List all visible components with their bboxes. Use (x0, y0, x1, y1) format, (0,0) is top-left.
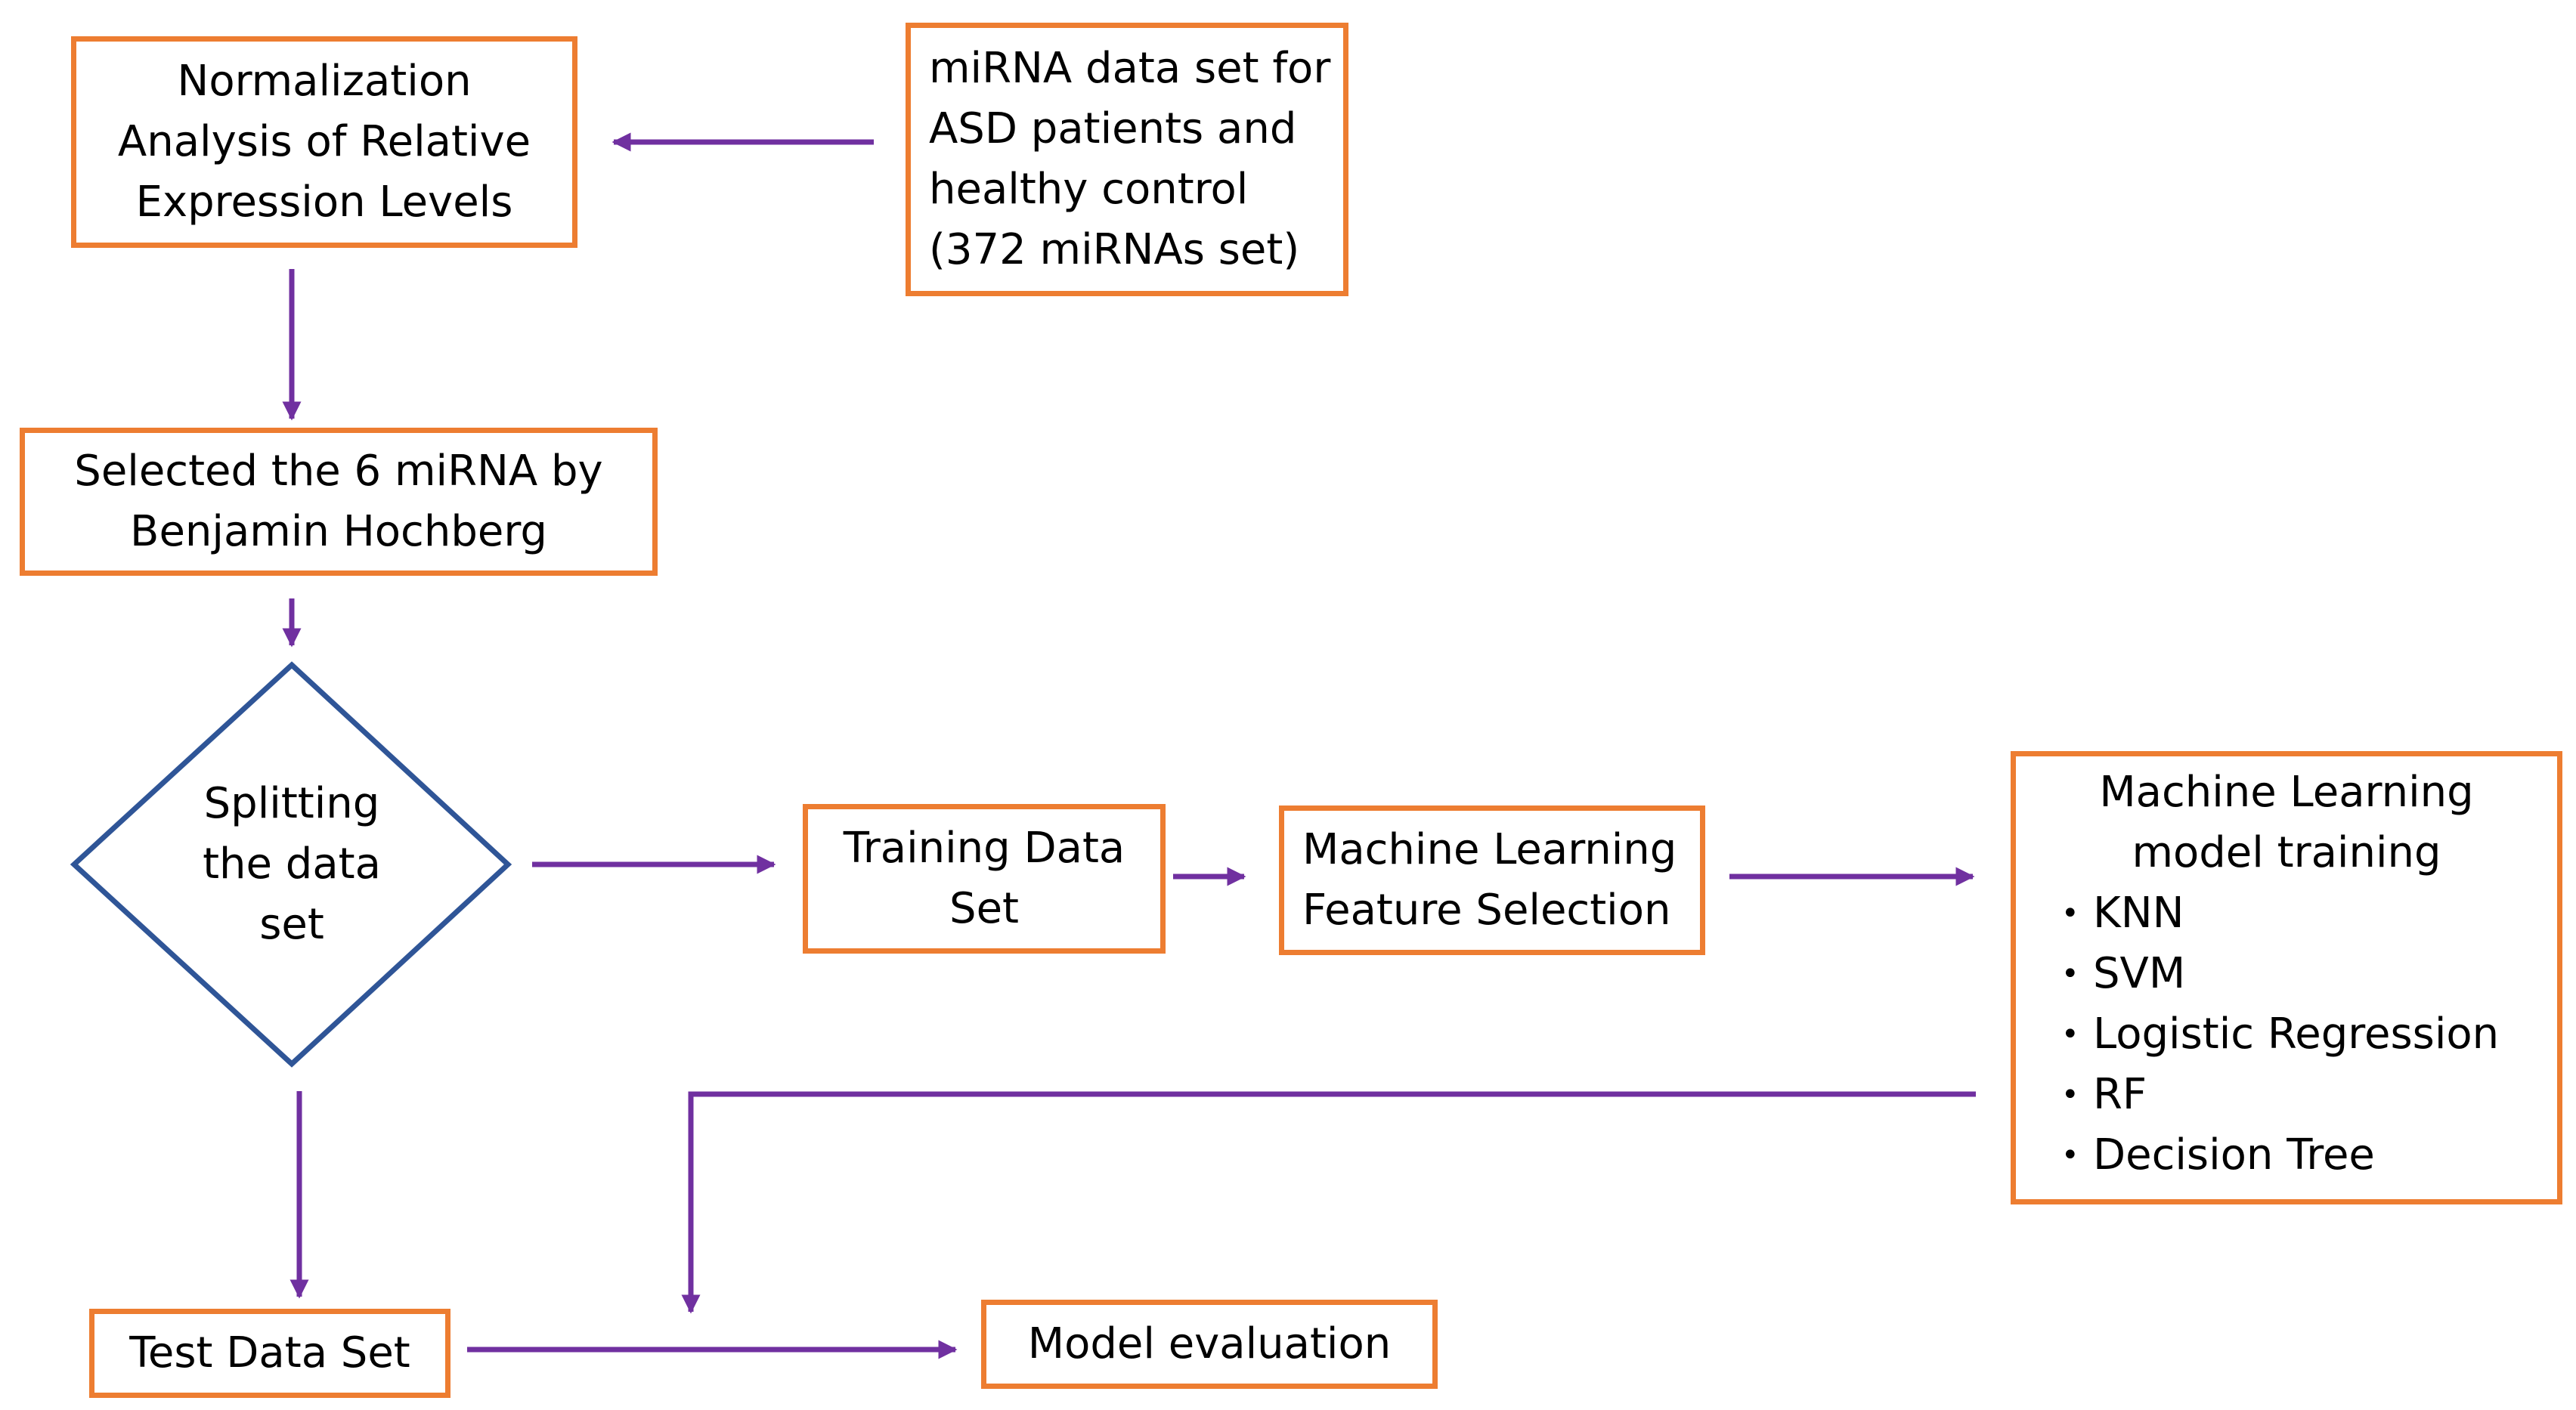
ml-model-name: Logistic Regression (2093, 1010, 2500, 1059)
mirna-dataset-line-2: ASD patients and (929, 104, 1297, 153)
bullet-icon: • (2061, 1138, 2079, 1173)
training-data-line-1: Training Data (843, 824, 1125, 873)
bullet-icon: • (2061, 896, 2079, 931)
splitting-label: Splitting the data set (141, 774, 443, 955)
test-data-line-1: Test Data Set (129, 1328, 410, 1378)
mirna-dataset-line-3: healthy control (929, 165, 1249, 214)
splitting-line-3: set (259, 900, 324, 949)
splitting-line-2: the data (203, 840, 381, 889)
ml-model-item: • SVM (2061, 944, 2499, 1004)
arrow-mltraining-to-evaluation (681, 1091, 1976, 1314)
ml-model-item: • Logistic Regression (2061, 1004, 2499, 1065)
bullet-icon: • (2061, 1017, 2079, 1052)
normalization-line-2: Analysis of Relative (117, 117, 531, 166)
mirna-dataset-line-1: miRNA data set for (929, 44, 1331, 93)
ml-model-item: • RF (2061, 1065, 2499, 1125)
bullet-icon: • (2061, 957, 2079, 991)
ml-training-box: Machine Learning model training • KNN • … (2011, 751, 2562, 1204)
ml-model-list: • KNN • SVM • Logistic Regression • RF •… (2061, 883, 2499, 1186)
splitting-line-1: Splitting (203, 779, 380, 828)
ml-model-name: RF (2093, 1070, 2147, 1119)
test-data-box: Test Data Set (89, 1309, 450, 1398)
feature-selection-line-2: Feature Selection (1302, 886, 1671, 935)
ml-model-name: KNN (2093, 889, 2184, 938)
ml-model-item: • KNN (2061, 883, 2499, 944)
splitting-diamond (70, 661, 512, 1068)
mirna-dataset-box: miRNA data set for ASD patients and heal… (906, 23, 1348, 296)
normalization-box: Normalization Analysis of Relative Expre… (71, 36, 577, 248)
ml-model-name: Decision Tree (2093, 1130, 2375, 1180)
ml-training-title: Machine Learning model training (2016, 762, 2557, 883)
ml-training-title-line-1: Machine Learning (2099, 768, 2474, 817)
feature-selection-line-1: Machine Learning (1302, 825, 1677, 874)
training-data-box: Training Data Set (803, 804, 1166, 954)
selected-mirna-line-1: Selected the 6 miRNA by (74, 447, 603, 496)
ml-model-name: SVM (2093, 949, 2186, 998)
model-evaluation-line-1: Model evaluation (1027, 1319, 1392, 1368)
feature-selection-box: Machine Learning Feature Selection (1279, 805, 1705, 955)
model-evaluation-box: Model evaluation (981, 1300, 1438, 1389)
normalization-line-3: Expression Levels (135, 178, 513, 227)
ml-training-title-line-2: model training (2132, 828, 2441, 877)
selected-mirna-line-2: Benjamin Hochberg (130, 507, 547, 556)
training-data-line-2: Set (949, 884, 1019, 933)
bullet-icon: • (2061, 1078, 2079, 1112)
selected-mirna-box: Selected the 6 miRNA by Benjamin Hochber… (20, 428, 658, 576)
normalization-line-1: Normalization (177, 57, 472, 106)
mirna-dataset-line-4: (372 miRNAs set) (929, 225, 1300, 274)
ml-model-item: • Decision Tree (2061, 1125, 2499, 1186)
